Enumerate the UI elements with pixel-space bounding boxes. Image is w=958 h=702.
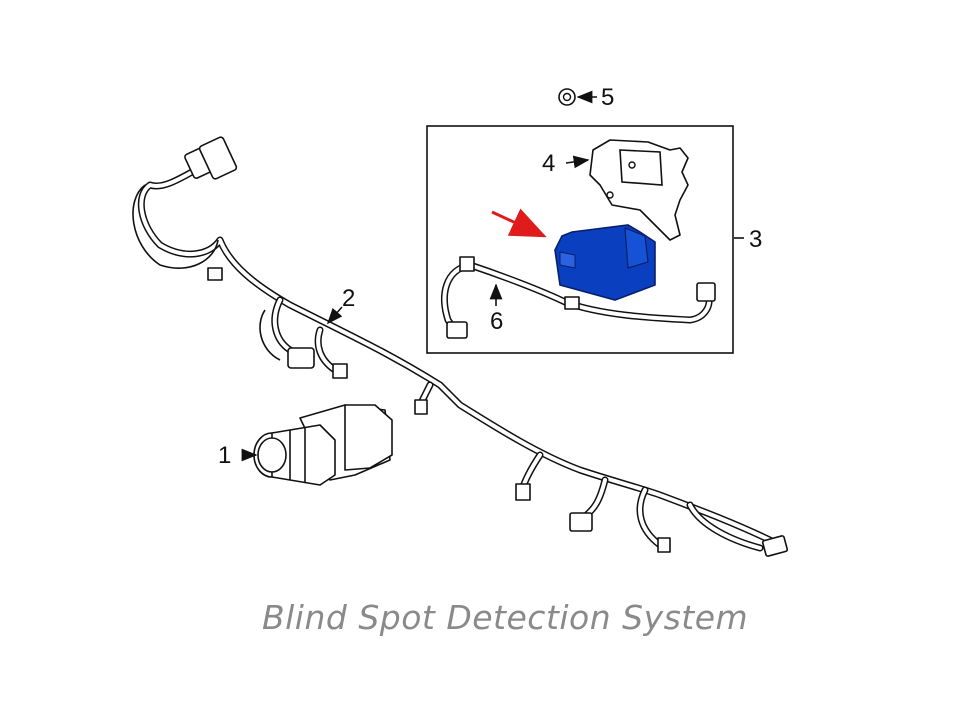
- callout-2: 2: [342, 285, 355, 312]
- callout-3: 3: [749, 226, 762, 253]
- callout-6: 6: [490, 308, 503, 335]
- blind-spot-module: [554, 224, 656, 301]
- module-wiring: [441, 256, 716, 339]
- nut: [558, 88, 576, 106]
- callout-4: 4: [542, 150, 555, 177]
- callout-1: 1: [218, 442, 231, 469]
- indicator-arrow: [491, 208, 547, 238]
- module-assembly-box: [426, 125, 734, 354]
- callout-5: 5: [601, 84, 614, 111]
- mounting-bracket: [589, 139, 689, 241]
- diagram-caption: Blind Spot Detection System: [262, 598, 749, 637]
- parking-sensor: [253, 404, 393, 486]
- wiring-harness: [132, 136, 789, 557]
